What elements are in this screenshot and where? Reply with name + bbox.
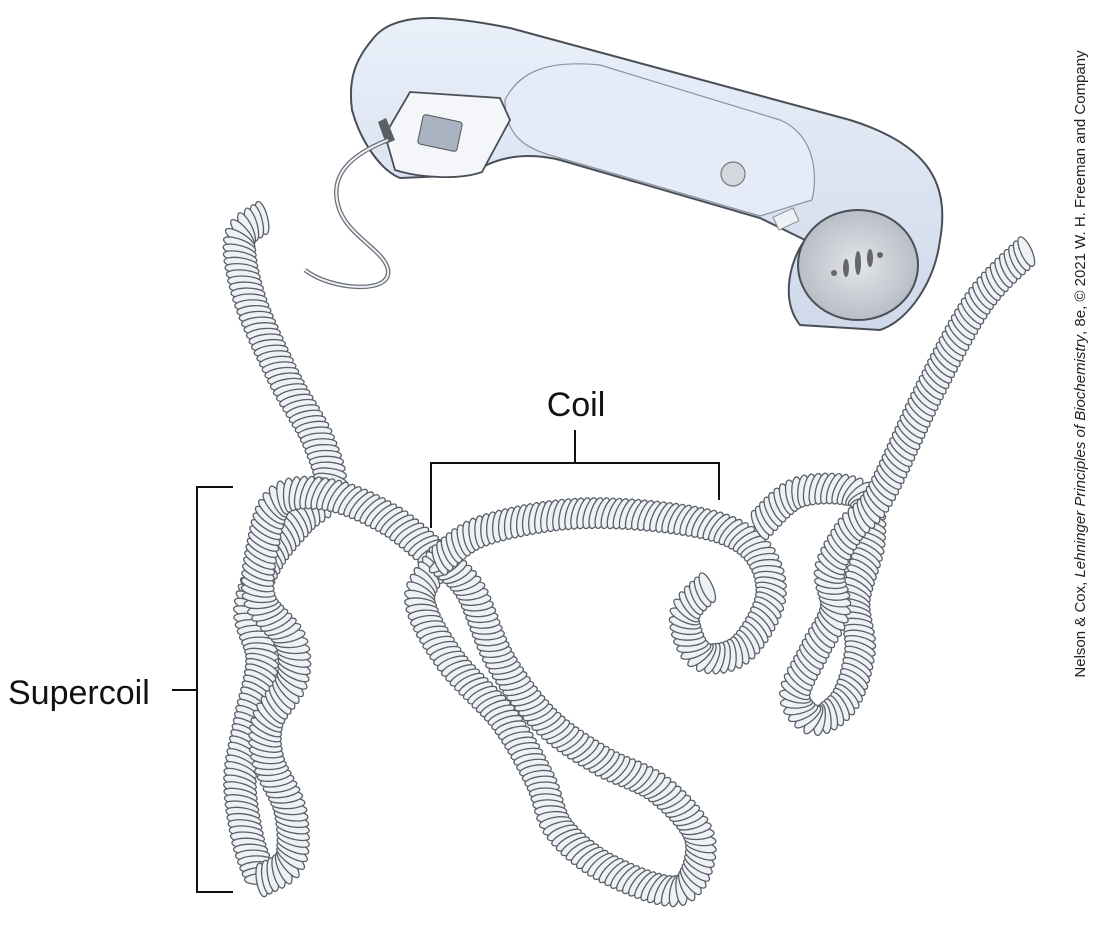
supercoil-label: Supercoil	[8, 674, 150, 712]
credit-title: Lehninger Principles of Biochemistry	[1072, 333, 1089, 577]
credit-prefix: Nelson & Cox,	[1072, 578, 1089, 678]
mouthpiece-grille	[417, 114, 463, 152]
coil-bracket	[430, 430, 720, 528]
handset-slot	[772, 207, 800, 231]
cord-loop	[1017, 236, 1036, 267]
supercoil-bracket	[172, 486, 233, 893]
handset-grip-highlight	[504, 63, 816, 217]
coil-label: Coil	[547, 386, 606, 424]
coiled-cord	[222, 200, 1036, 908]
svg-text:Nelson & Cox, Lehninger Princi: Nelson & Cox, Lehninger Principles of Bi…	[1072, 50, 1089, 678]
earpiece-holes	[831, 249, 883, 277]
handset-plug	[378, 118, 395, 144]
cord-loop	[698, 572, 717, 604]
copyright-credit: Nelson & Cox, Lehninger Principles of Bi…	[1064, 12, 1094, 717]
handset-button	[720, 161, 746, 187]
credit-suffix: , 8e, © 2021 W. H. Freeman and Company	[1072, 50, 1089, 335]
telephone-handset	[349, 17, 944, 332]
straight-wire	[303, 137, 391, 290]
